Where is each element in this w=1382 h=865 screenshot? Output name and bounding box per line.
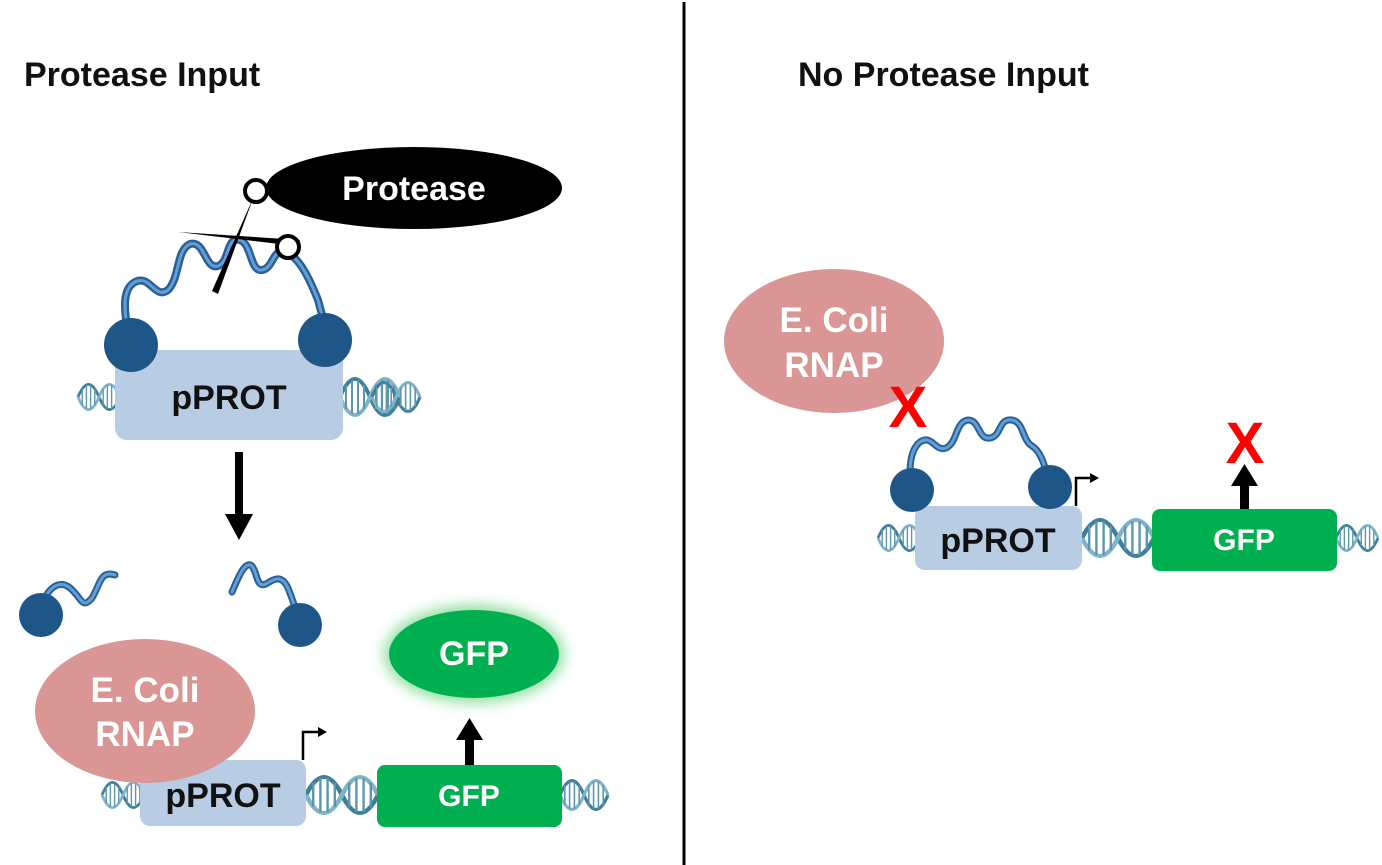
left-panel-title: Protease Input: [24, 56, 260, 94]
linker-ball-left-right: [890, 468, 934, 512]
cleavage-arrow: [225, 452, 253, 540]
protease-bubble: [266, 147, 562, 229]
promoter-label-right: pPROT: [940, 522, 1055, 560]
linker-ball-right-right: [1028, 465, 1072, 509]
promoter-box-top: [115, 350, 343, 440]
promoter-label-top: pPROT: [171, 379, 286, 417]
expression-arrow-left: [456, 718, 483, 765]
rnap-label-right-line2: RNAP: [784, 346, 883, 385]
rnap-label-right-line1: E. Coli: [780, 301, 889, 340]
promoter-label-bottom: pPROT: [165, 777, 280, 815]
gfp-gene-label-left: GFP: [438, 780, 500, 813]
linker-ball-right-top: [298, 313, 352, 367]
block-mark-expression: X: [1226, 411, 1265, 476]
linker-ball-left-top: [104, 318, 158, 372]
gfp-gene-box-left: [377, 765, 562, 827]
gfp-gene-box-right: [1152, 509, 1337, 571]
promoter-box-right: [915, 506, 1082, 570]
transcription-start-icon: [301, 727, 327, 760]
gfp-gene-label-right: GFP: [1213, 524, 1275, 557]
right-panel-title: No Protease Input: [798, 56, 1089, 94]
cleaved-fragment-right: [228, 561, 322, 647]
rnap-label-left-line2: RNAP: [95, 715, 194, 754]
rnap-bubble-left: [35, 639, 255, 783]
rnap-label-left-line1: E. Coli: [91, 671, 200, 710]
cleaved-fragment-left: [19, 570, 119, 637]
block-mark-rnap: X: [889, 375, 928, 440]
expression-arrow-right: [1231, 464, 1258, 509]
scissors-icon: [178, 178, 301, 294]
gfp-protein-label: GFP: [439, 635, 509, 673]
rnap-bubble-right: [724, 269, 944, 413]
protease-label: Protease: [342, 170, 486, 208]
transcription-start-icon-right: [1074, 473, 1099, 506]
gfp-protein: [384, 605, 564, 703]
